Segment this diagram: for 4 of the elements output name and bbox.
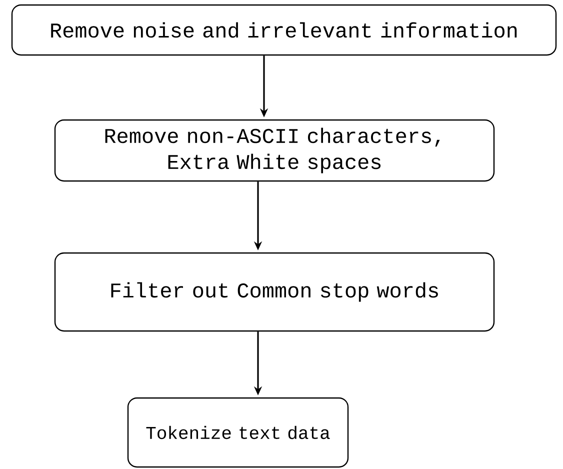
process-box: Tokenize text data (127, 397, 349, 468)
process-box: Filter out Common stop words (54, 252, 495, 332)
process-box: Remove noise and irrelevant information (11, 4, 557, 56)
process-box: Remove non-ASCII characters, Extra White spaces (54, 119, 495, 182)
